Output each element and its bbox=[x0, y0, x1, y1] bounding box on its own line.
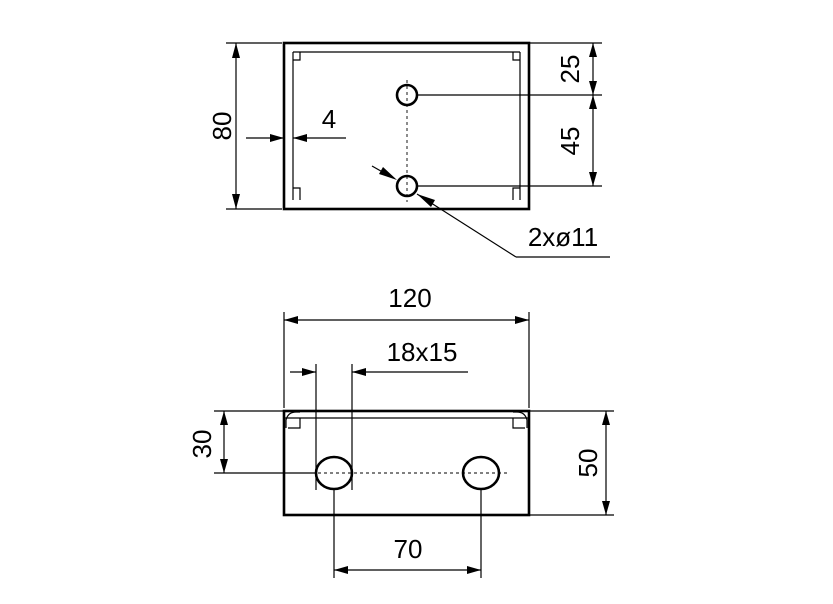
dimension-slot-size: 18x15 bbox=[290, 337, 468, 490]
dimension-hole-offset-top-label: 25 bbox=[555, 55, 585, 84]
dimension-top-height-label: 80 bbox=[207, 112, 237, 141]
dimension-slot-height: 30 bbox=[187, 410, 316, 474]
dimension-wall-thickness: 4 bbox=[246, 104, 346, 142]
dimension-slot-size-label: 18x15 bbox=[387, 337, 458, 367]
dimension-overall-width-label: 120 bbox=[388, 283, 431, 313]
top-view-corner-notch-tl bbox=[293, 52, 301, 61]
front-view-corner-slot-right bbox=[512, 411, 528, 429]
front-view-outline bbox=[282, 409, 531, 517]
dimension-overall-depth: 50 bbox=[529, 410, 614, 516]
dimension-wall-thickness-label: 4 bbox=[322, 104, 336, 134]
top-view bbox=[282, 41, 531, 211]
dimension-slot-height-label: 30 bbox=[187, 430, 217, 459]
hole-callout: 2xø11 bbox=[371, 165, 610, 258]
dimension-hole-spacing-horizontal-label: 70 bbox=[394, 534, 423, 564]
dimension-hole-spacing-horizontal: 70 bbox=[333, 489, 482, 578]
top-view-outline bbox=[282, 41, 531, 211]
front-view bbox=[282, 409, 531, 517]
dimension-hole-offsets: 25 45 bbox=[417, 42, 602, 187]
dimension-overall-width: 120 bbox=[283, 283, 530, 408]
top-view-corner-notch-bl bbox=[293, 187, 301, 200]
top-view-corner-notch-br bbox=[512, 187, 520, 200]
front-view-slot-left bbox=[314, 455, 354, 491]
dimension-top-height: 80 bbox=[207, 42, 282, 210]
hole-callout-label: 2xø11 bbox=[528, 222, 598, 252]
front-view-corner-slot-left bbox=[285, 411, 301, 429]
dimension-hole-spacing-vertical-label: 45 bbox=[555, 127, 585, 156]
top-view-corner-notch-tr bbox=[512, 52, 520, 61]
dimension-overall-depth-label: 50 bbox=[573, 449, 603, 478]
